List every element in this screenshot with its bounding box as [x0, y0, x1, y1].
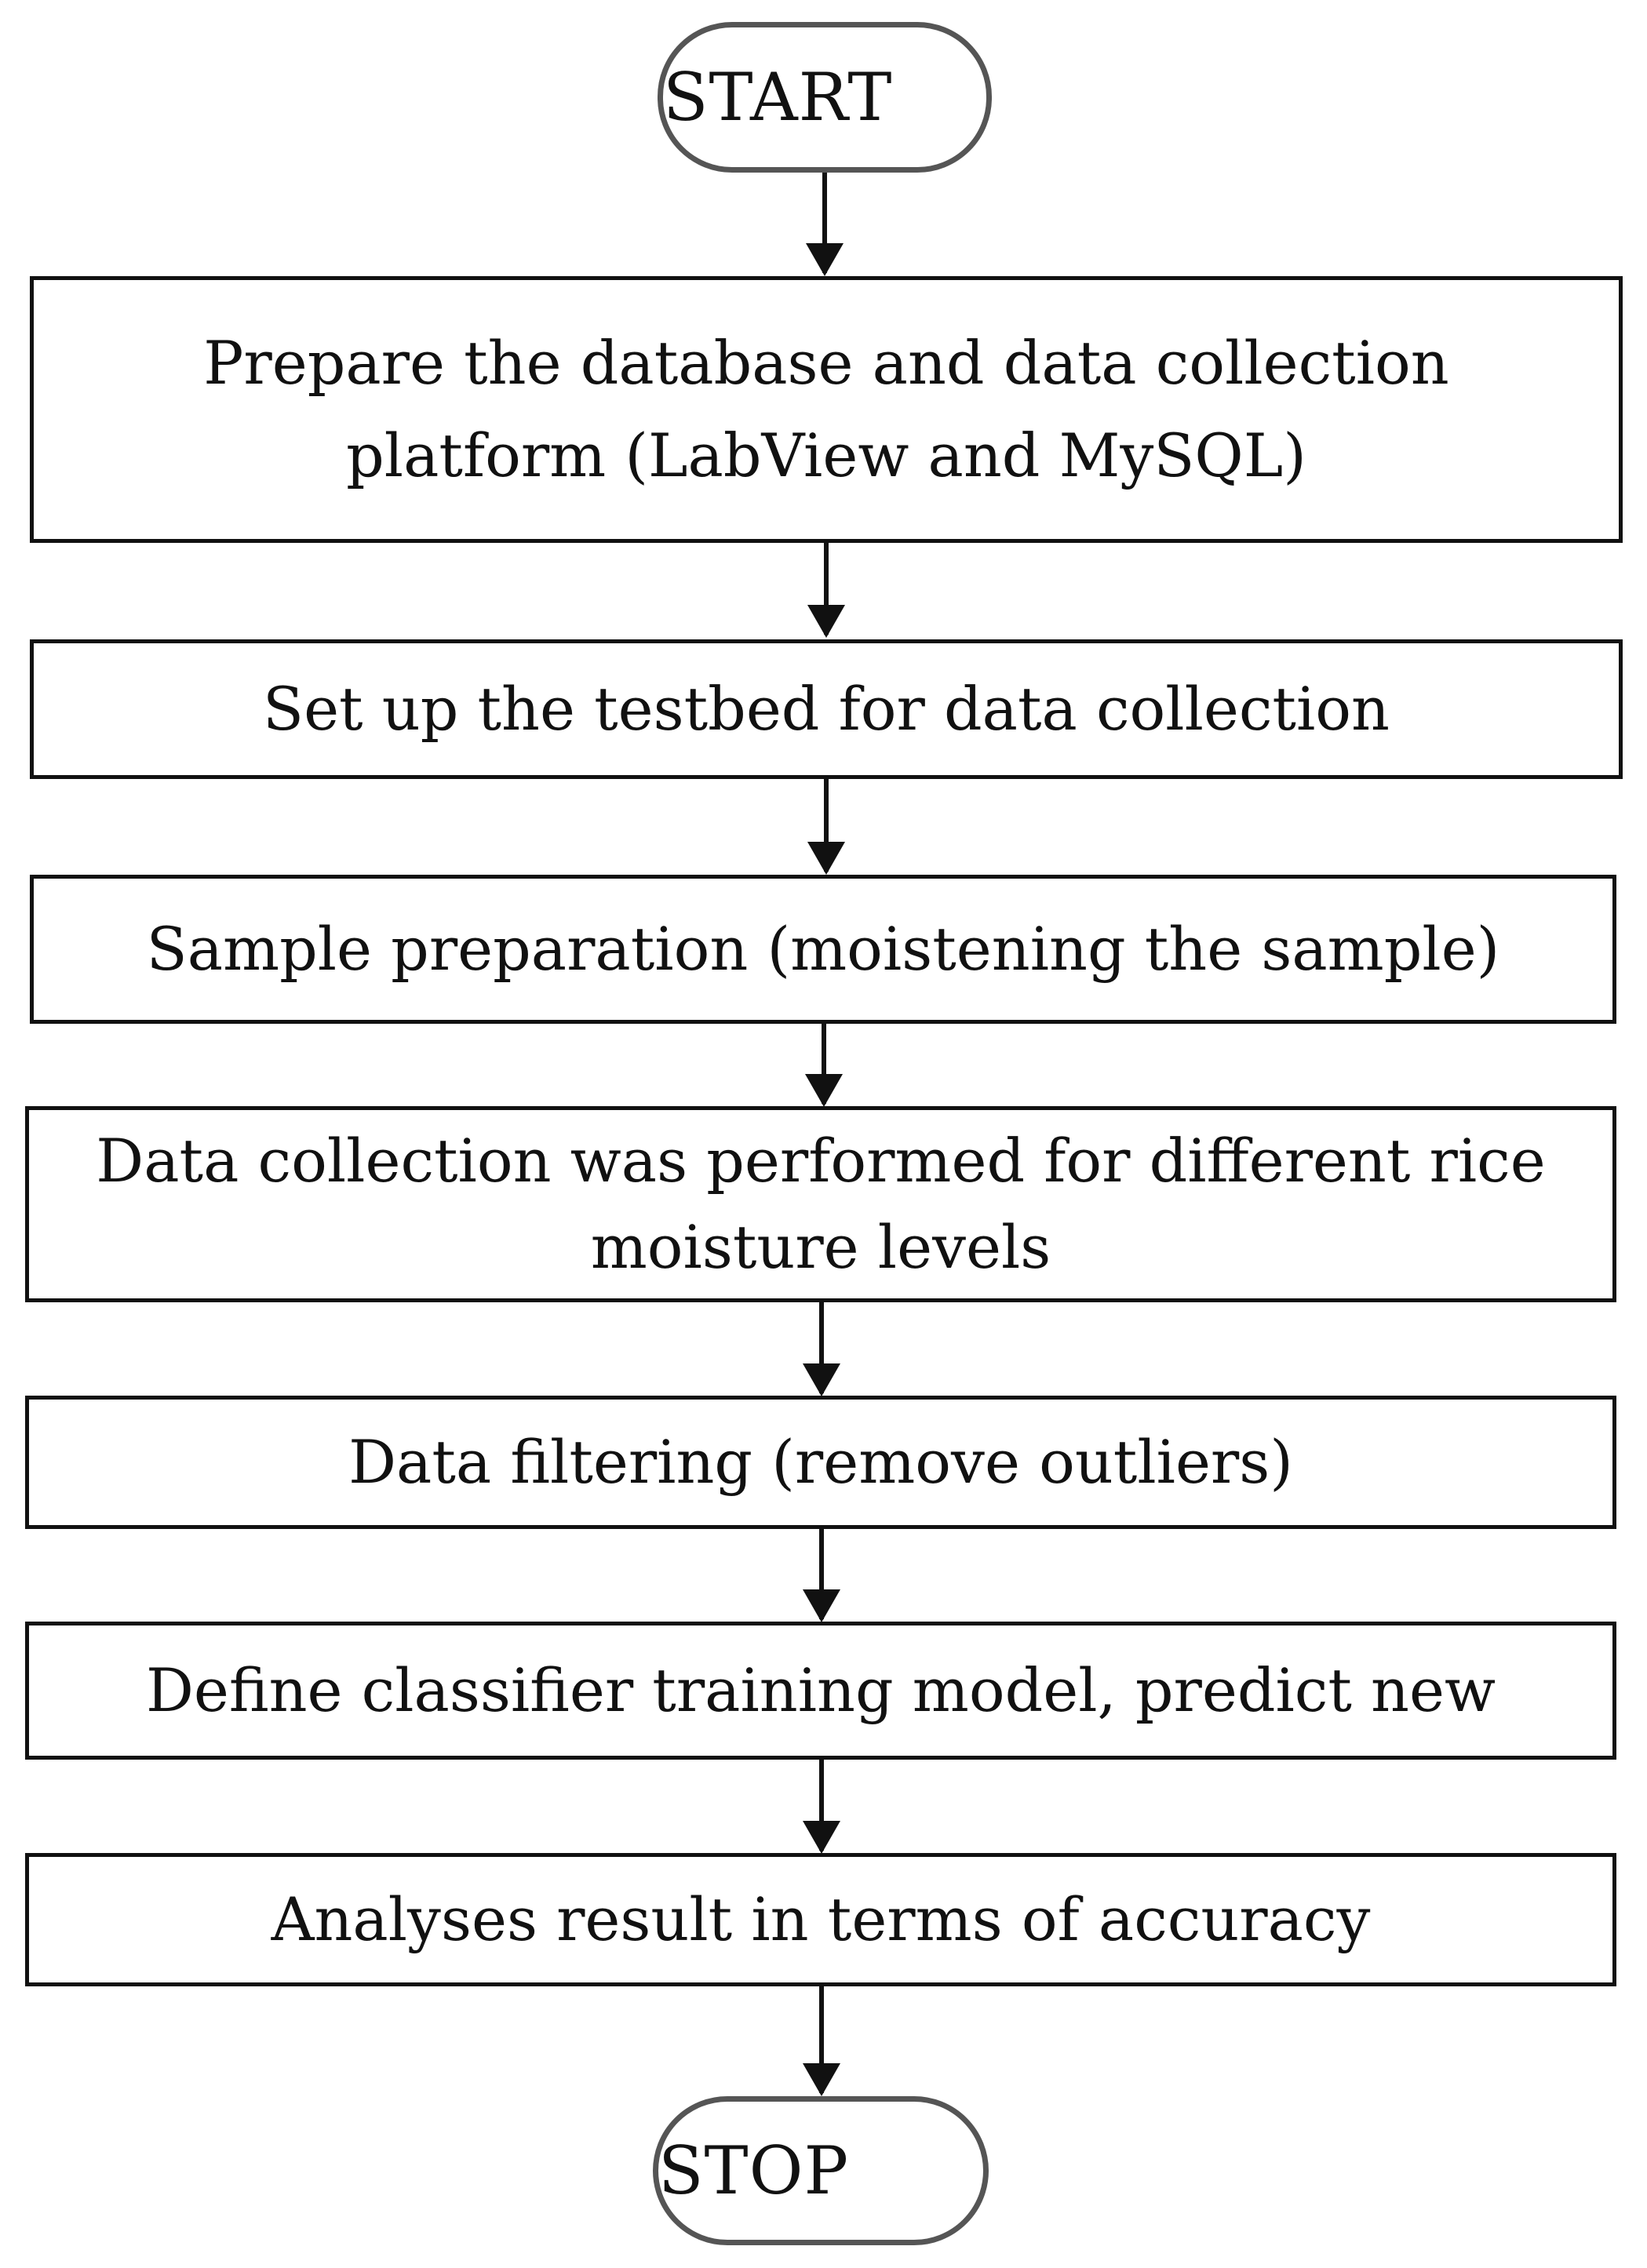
arrow-step-6-to-step-7 — [803, 1760, 840, 1854]
arrow-step-3-to-step-4 — [805, 1024, 843, 1107]
step-3-label: Sample preparation (moistening the sampl… — [146, 914, 1500, 985]
arrow-step-5-to-step-6 — [803, 1529, 840, 1622]
arrow-start-to-step-1 — [806, 173, 844, 276]
start-label: START — [663, 59, 893, 136]
step-5-label: Data filtering (remove outliers) — [348, 1427, 1293, 1498]
step-5-data-filtering: Data filtering (remove outliers) — [25, 1396, 1616, 1529]
stop-terminal: STOP — [653, 2096, 989, 2245]
start-terminal: START — [658, 22, 992, 173]
step-1-prepare-database: Prepare the database and data collection… — [30, 276, 1623, 543]
step-7-analyses-result: Analyses result in terms of accuracy — [25, 1853, 1616, 1986]
step-4-data-collection: Data collection was performed for differ… — [25, 1106, 1616, 1302]
step-1-label: Prepare the database and data collection… — [203, 328, 1449, 490]
step-6-label: Define classifier training model, predic… — [145, 1655, 1496, 1726]
stop-label: STOP — [658, 2132, 849, 2209]
step-7-label: Analyses result in terms of accuracy — [271, 1884, 1371, 1955]
arrow-step-4-to-step-5 — [803, 1302, 840, 1396]
arrow-step-1-to-step-2 — [807, 543, 845, 638]
step-2-setup-testbed: Set up the testbed for data collection — [30, 639, 1623, 779]
arrow-step-2-to-step-3 — [807, 779, 845, 875]
step-2-label: Set up the testbed for data collection — [263, 674, 1390, 744]
step-3-sample-preparation: Sample preparation (moistening the sampl… — [30, 875, 1616, 1024]
step-6-define-classifier: Define classifier training model, predic… — [25, 1622, 1616, 1760]
arrow-step-7-to-stop — [803, 1986, 840, 2096]
step-4-label: Data collection was performed for differ… — [96, 1125, 1546, 1282]
